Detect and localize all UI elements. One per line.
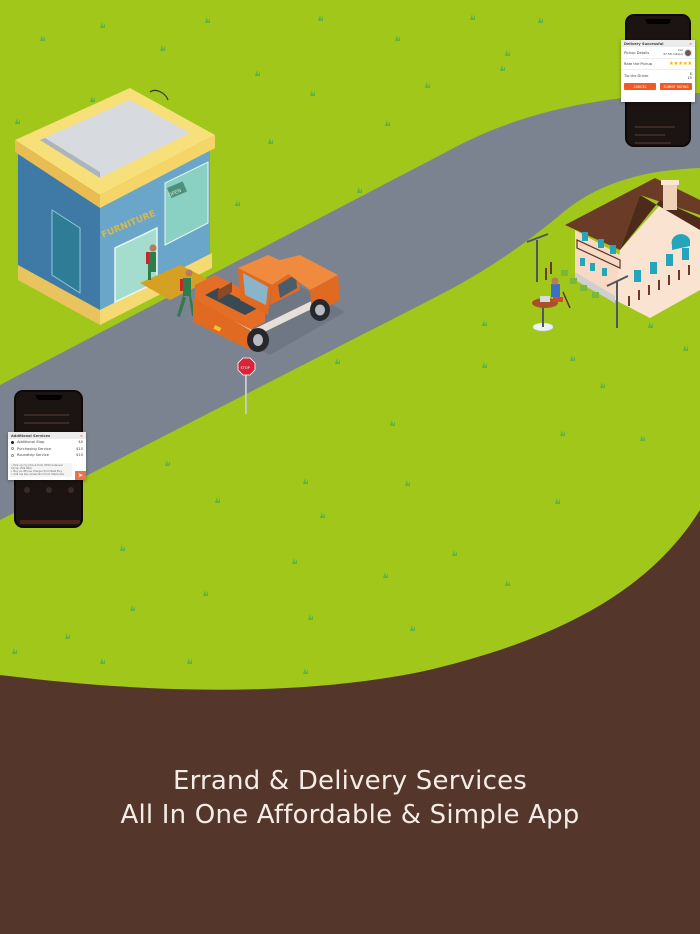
service-label: Roundtrip Service [17, 453, 49, 458]
tagline-line-2: All In One Affordable & Simple App [120, 800, 580, 830]
soil-area [0, 510, 700, 934]
service-label: Purchasing Service [17, 446, 52, 451]
radio-icon[interactable] [11, 447, 14, 451]
phone-list-row [635, 134, 665, 136]
pickup-distance: 47.58 mile(s) [663, 51, 683, 56]
service-price: $10 [76, 446, 83, 451]
phone-list-row [24, 422, 69, 424]
phone-list-row [24, 414, 69, 416]
service-option[interactable]: Roundtrip Service $10 [8, 452, 86, 458]
phone-circle-icon [46, 487, 52, 493]
close-icon[interactable]: × [688, 41, 692, 46]
close-icon[interactable]: × [79, 433, 83, 438]
phone-bottom-bar [20, 520, 80, 524]
phone-notch [35, 395, 62, 400]
service-price: $10 [76, 453, 83, 458]
cancel-button[interactable]: CANCEL [624, 83, 656, 91]
tip-driver-row: Tip the Driver $ 15 [621, 70, 695, 82]
submit-rating-button[interactable]: SUBMIT RATING [660, 83, 692, 91]
driver-avatar [684, 48, 692, 57]
phone-list-row [635, 126, 675, 128]
rate-label: Rate the Pickup [624, 62, 653, 67]
phone-list-row [635, 142, 671, 144]
pickup-truck [193, 255, 345, 355]
radio-selected-icon[interactable] [11, 440, 14, 444]
note-line: • Buy an iPhone charger from Best Buy [11, 470, 62, 474]
stop-sign-text: STOP [241, 366, 250, 370]
star-rating-icon[interactable]: ★★★★★ [668, 60, 692, 67]
notes-textarea[interactable]: • Pick up my phone from 9700 Indeover Ci… [10, 463, 72, 478]
dialog-title: Delivery Successful [624, 41, 664, 46]
note-line: • Call me two Americano from Starbucks [11, 473, 65, 477]
tip-input[interactable]: 15 [687, 76, 692, 81]
radio-icon[interactable] [11, 453, 14, 457]
dialog-title: Additional Services [11, 433, 51, 438]
grass-tufts [12, 14, 688, 674]
service-option[interactable]: Purchasing Service $10 [8, 446, 86, 452]
service-label: Additional Stop [17, 440, 45, 445]
pickup-label: Pickup Details [624, 50, 650, 55]
service-price: $0 [78, 440, 83, 445]
road [0, 93, 700, 520]
dialog-header: Additional Services × [8, 432, 86, 440]
delivery-successful-dialog: Delivery Successful × Pickup Details Car… [621, 40, 695, 102]
service-option[interactable]: Additional Stop $0 [8, 439, 86, 445]
movers [140, 244, 210, 317]
open-sign: OPEN [167, 188, 182, 199]
note-line: • Pick up my phone from 9700 Indeover Ci… [11, 464, 63, 471]
dialog-header: Delivery Successful × [621, 40, 695, 48]
pickup-details-row: Pickup Details Car 47.58 mile(s) [621, 47, 695, 60]
tip-label: Tip the Driver [624, 74, 649, 79]
phone-circle-icon [24, 487, 30, 493]
phone-notch [645, 19, 671, 24]
tagline-line-1: Errand & Delivery Services [172, 766, 528, 796]
phone-circle-icon [68, 487, 74, 493]
pickup-vehicle: Car [677, 48, 683, 53]
house [526, 178, 700, 332]
furniture-store: FURNITURE OPEN [15, 88, 215, 325]
send-icon[interactable]: ➤ [75, 471, 86, 480]
tip-currency: $ [689, 71, 692, 76]
stop-sign: STOP [237, 357, 256, 414]
additional-services-dialog: Additional Services × Additional Stop $0… [8, 432, 86, 480]
rate-pickup-row: Rate the Pickup ★★★★★ [621, 59, 695, 71]
